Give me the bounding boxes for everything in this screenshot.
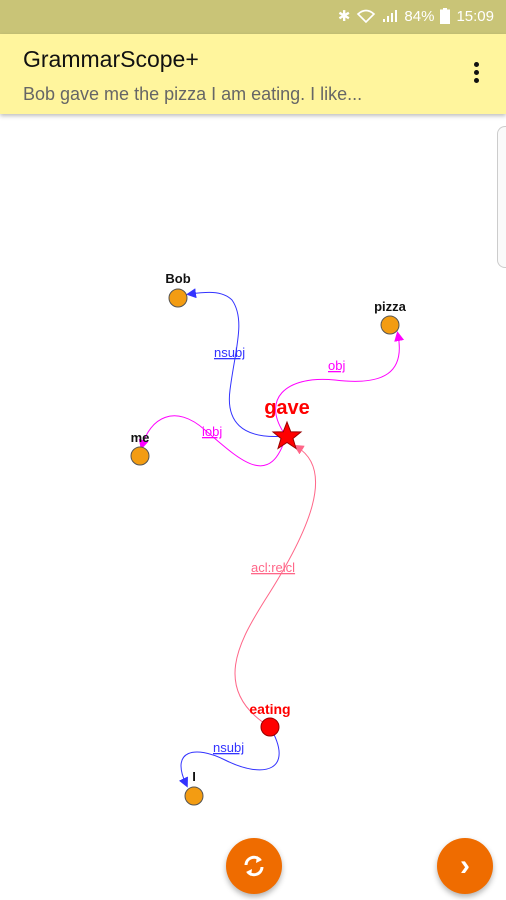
node-i[interactable] <box>184 786 204 806</box>
overflow-menu-icon[interactable] <box>464 60 488 88</box>
edge-iobj-gave-me <box>138 415 287 467</box>
edge-nsubj-gave-bob <box>186 288 287 438</box>
edge-label-nsubj: nsubj <box>214 345 245 360</box>
node-label-me: me <box>131 430 150 445</box>
edge-label-aclrelcl: acl:relcl <box>251 560 295 575</box>
next-button[interactable]: › <box>437 838 493 894</box>
edge-label-iobj: iobj <box>202 424 222 439</box>
edge-aclrelcl-eating-gave <box>234 444 317 728</box>
sentence-subtitle[interactable]: Bob gave me the pizza I am eating. I lik… <box>23 84 363 104</box>
node-label-i: I <box>192 769 196 784</box>
drawer-handle[interactable] <box>497 126 506 268</box>
refresh-icon <box>244 855 264 877</box>
node-bob[interactable] <box>168 288 188 308</box>
node-gave-star[interactable] <box>271 420 303 450</box>
node-label-bob: Bob <box>165 271 190 286</box>
status-bar: ✱ 84% 15:09 <box>0 0 506 34</box>
battery-icon <box>440 8 451 24</box>
bluetooth-icon: ✱ <box>337 8 351 25</box>
app-bar: GrammarScope+ Bob gave me the pizza I am… <box>0 34 506 114</box>
node-label-pizza: pizza <box>374 299 407 314</box>
clock: 15:09 <box>456 7 494 25</box>
refresh-button[interactable] <box>226 838 282 894</box>
edge-label-nsubj-2: nsubj <box>213 740 244 755</box>
node-me[interactable] <box>130 446 150 466</box>
wifi-icon <box>357 9 376 24</box>
edge-nsubj-eating-i <box>178 726 280 788</box>
node-eating[interactable] <box>260 717 280 737</box>
signal-icon <box>383 10 398 22</box>
node-label-gave: gave <box>264 397 310 419</box>
app-title: GrammarScope+ <box>23 46 199 72</box>
edge-label-obj: obj <box>328 358 345 373</box>
chevron-right-icon: › <box>460 849 470 882</box>
node-label-eating: eating <box>249 701 290 717</box>
node-pizza[interactable] <box>380 315 400 335</box>
battery-percent: 84% <box>404 7 435 25</box>
edge-obj-gave-pizza <box>275 331 405 437</box>
